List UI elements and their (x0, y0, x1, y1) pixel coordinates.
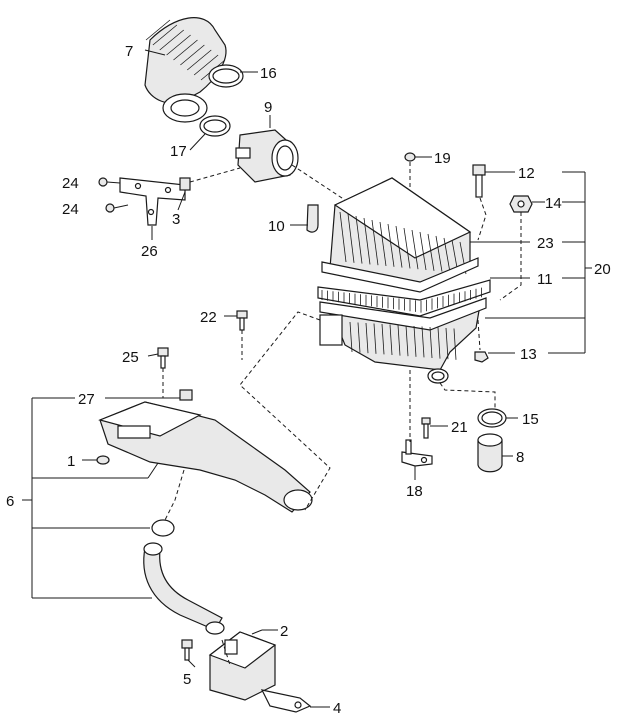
hose-clamp-part-17 (199, 115, 231, 137)
bolt-part-21 (421, 417, 431, 439)
callout-12: 12 (518, 165, 535, 182)
air-flow-sensor-part-9 (235, 129, 299, 183)
nut-part-14 (509, 195, 533, 213)
callout-7: 7 (125, 43, 133, 60)
hose-clamp-part-15 (477, 408, 507, 428)
callout-21: 21 (451, 419, 468, 436)
resonator-part-2 (208, 631, 277, 701)
clip-part-3 (179, 177, 191, 191)
callout-19: 19 (434, 150, 451, 167)
assembly-lines (162, 162, 522, 666)
hose-clamp-part-16 (208, 64, 244, 88)
grommet-part-1 (96, 455, 110, 465)
callout-13: 13 (520, 346, 537, 363)
bolt-part-22 (236, 310, 248, 331)
callout-25: 25 (122, 349, 139, 366)
callout-2: 2 (280, 623, 288, 640)
callout-20: 20 (594, 261, 611, 278)
callout-6: 6 (6, 493, 14, 510)
callout-18: 18 (406, 483, 423, 500)
callout-8: 8 (516, 449, 524, 466)
air-cleaner-upper-cover-part-23 (321, 177, 479, 293)
callout-9: 9 (264, 99, 272, 116)
leader-lines (22, 49, 592, 708)
grommet-part-13 (474, 351, 489, 363)
bolt-part-5 (181, 639, 193, 661)
bolt-part-12 (472, 164, 486, 198)
cap-part-8 (477, 433, 503, 473)
callout-27: 27 (78, 391, 95, 408)
callout-24-lower: 24 (62, 201, 79, 218)
air-filter-element-part-11 (317, 279, 491, 317)
bracket-part-26 (119, 177, 186, 226)
grommet-part-19 (404, 152, 416, 162)
callout-16: 16 (260, 65, 277, 82)
air-duct-part-27 (98, 389, 313, 513)
callout-10: 10 (268, 218, 285, 235)
bolt-part-25 (157, 347, 169, 369)
callout-24-upper: 24 (62, 175, 79, 192)
callout-17: 17 (170, 143, 187, 160)
callout-5: 5 (183, 671, 191, 688)
small-hose-part-10 (306, 204, 319, 233)
callout-22: 22 (200, 309, 217, 326)
callout-1: 1 (67, 453, 75, 470)
bracket-part-18 (401, 439, 433, 467)
callout-3: 3 (172, 211, 180, 228)
callout-14: 14 (545, 195, 562, 212)
callout-23: 23 (537, 235, 554, 252)
callout-26: 26 (141, 243, 158, 260)
callout-15: 15 (522, 411, 539, 428)
bolt-part-24-lower (105, 203, 129, 213)
callout-labels: 7 16 9 17 24 24 3 26 10 19 12 14 23 11 2… (6, 43, 611, 717)
callout-4: 4 (333, 700, 341, 717)
bracket-part-4 (260, 689, 312, 713)
callout-11: 11 (537, 271, 553, 288)
air-cleaner-lower-body (319, 297, 487, 384)
lower-hose (143, 519, 225, 635)
bolt-part-24-upper (98, 177, 121, 187)
